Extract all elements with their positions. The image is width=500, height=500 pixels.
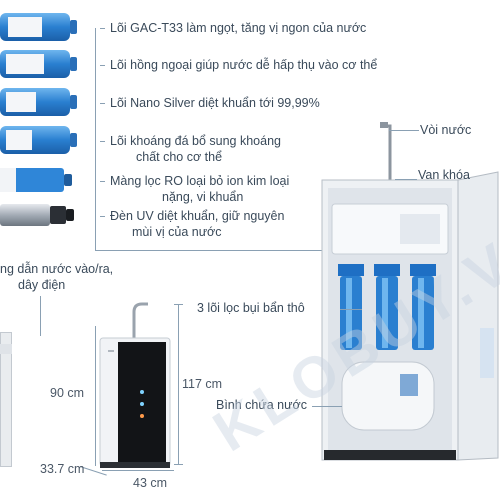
- dimension-43-line: [102, 470, 174, 471]
- side-view-illustration: [0, 332, 12, 467]
- dimension-117-label: 117 cm: [182, 377, 223, 391]
- feature-mineral-line2: chất cho cơ thể: [136, 150, 223, 164]
- pipe-note-connector: [40, 296, 41, 336]
- mineral-filter-icon: [0, 126, 77, 154]
- prefilter-connector: [340, 309, 362, 310]
- filter-cartridges-illustration: [0, 13, 77, 226]
- front-product-illustration: [99, 302, 171, 468]
- prefilter-label: 3 lõi lọc bụi bẩn thô: [197, 301, 305, 315]
- dimension-43-label: 43 cm: [133, 476, 168, 490]
- feature-mineral-line1: Lõi khoáng đá bổ sung khoáng: [110, 134, 281, 148]
- gac-filter-icon: [0, 13, 77, 41]
- prefilter-housings: [338, 264, 436, 350]
- nano-silver-filter-icon: [0, 88, 77, 116]
- faucet-label: Vòi nước: [420, 123, 472, 137]
- pipe-note-line1: ng dẫn nước vào/ra,: [0, 262, 114, 276]
- storage-tank: [341, 361, 435, 431]
- valve-label: Van khóa: [418, 168, 470, 182]
- feature-connector-vertical: [95, 28, 96, 250]
- dimension-117-line: [178, 304, 179, 464]
- tank-connector: [312, 406, 342, 407]
- feature-ro-line2: nặng, vi khuẩn: [162, 190, 244, 204]
- feature-uv-line1: Đèn UV diệt khuẩn, giữ nguyên: [110, 209, 285, 223]
- dimension-90-label: 90 cm: [50, 386, 85, 400]
- tank-label: Bình chứa nước: [216, 398, 307, 412]
- feature-infrared: Lõi hồng ngoại giúp nước dễ hấp thụ vào …: [110, 58, 378, 72]
- dimension-33-label: 33.7 cm: [40, 462, 85, 476]
- feature-uv-line2: mùi vị của nước: [132, 225, 222, 239]
- uv-lamp-icon: [0, 204, 74, 226]
- pipe-note-line2: dây điện: [18, 278, 66, 292]
- valve-connector: [395, 179, 417, 180]
- open-cabinet-illustration: [321, 122, 499, 461]
- infrared-filter-icon: [0, 50, 77, 78]
- dimension-90-line: [95, 326, 96, 466]
- feature-gac: Lõi GAC-T33 làm ngọt, tăng vị ngon của n…: [110, 21, 367, 35]
- faucet-connector: [389, 130, 419, 131]
- feature-nano-silver: Lõi Nano Silver diệt khuẩn tới 99,99%: [110, 96, 320, 110]
- feature-connector-bottom: [95, 250, 395, 251]
- feature-ro-line1: Màng lọc RO loại bỏ ion kim loại: [110, 174, 290, 188]
- ro-membrane-icon: [0, 168, 72, 192]
